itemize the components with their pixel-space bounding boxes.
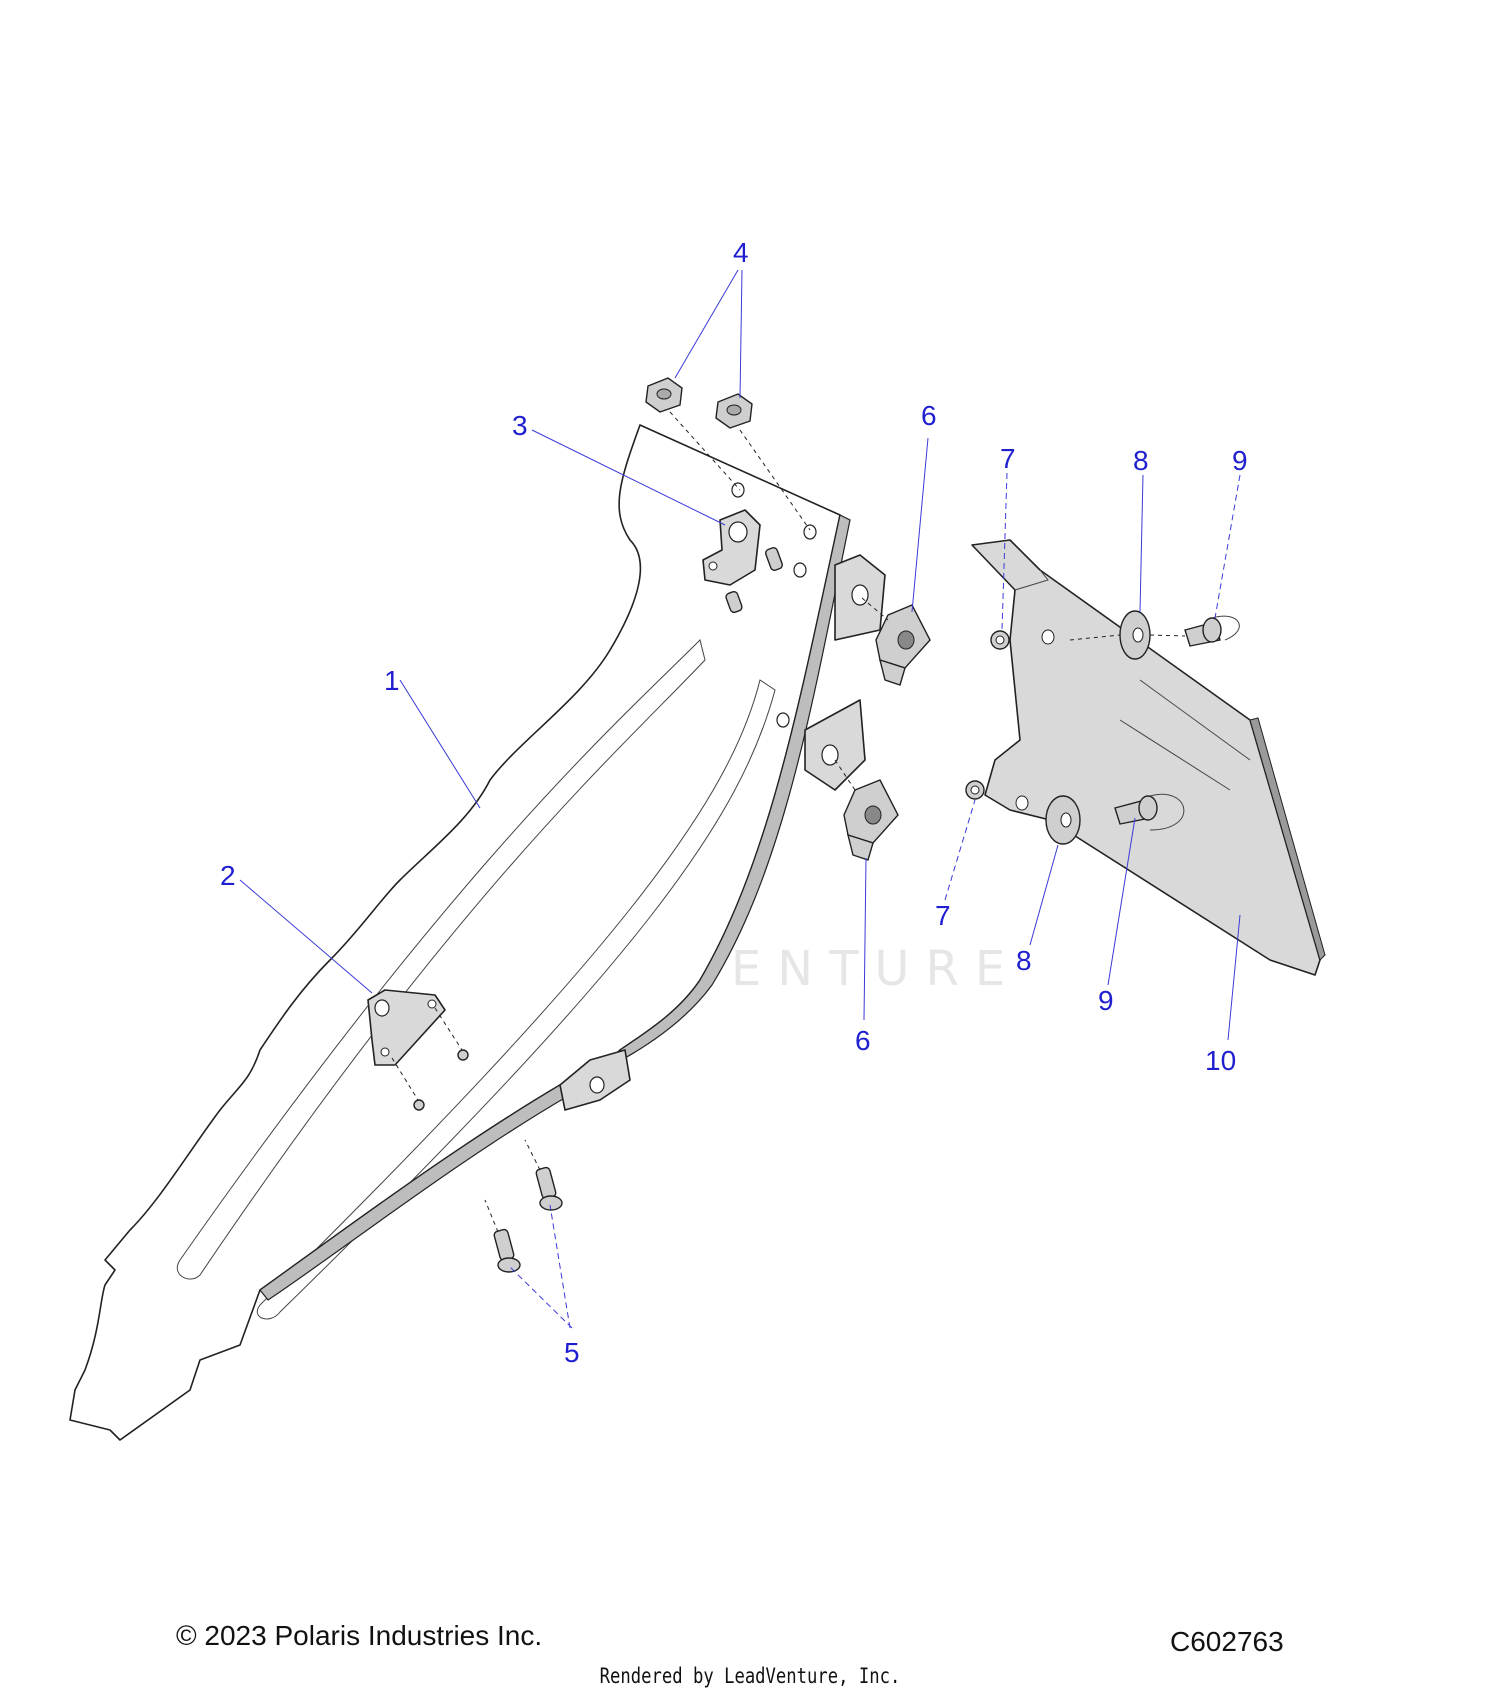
callout-4: 4 (733, 237, 749, 268)
part-3-upper-bracket (702, 509, 761, 586)
callout-7-lower: 7 (935, 900, 951, 931)
copyright-notice: © 2023 Polaris Industries Inc. (176, 1620, 543, 1651)
part-10-deflector-plate (971, 539, 1326, 976)
callout-3: 3 (512, 410, 528, 441)
part-7-push-nuts (965, 630, 1010, 800)
part-2-lower-bracket (367, 989, 469, 1111)
callout-8-lower: 8 (1016, 945, 1032, 976)
callout-7-upper: 7 (1000, 443, 1016, 474)
part-1-guard-panel (69, 424, 886, 1441)
part-6-clip-nuts (834, 597, 931, 861)
callout-9-lower: 9 (1098, 985, 1114, 1016)
leader-lines (239, 269, 1241, 1329)
diagram-code: C602763 (1170, 1626, 1284, 1657)
part-9-quick-release-pins (1114, 615, 1240, 831)
callout-9-upper: 9 (1232, 445, 1248, 476)
part-5-bolts (484, 1139, 563, 1273)
callout-6-lower: 6 (855, 1025, 871, 1056)
callout-6-upper: 6 (921, 400, 937, 431)
callout-5: 5 (564, 1337, 580, 1368)
callout-8-upper: 8 (1133, 445, 1149, 476)
callouts: 1 2 3 4 5 6 6 7 7 8 8 9 9 10 (220, 237, 1248, 1368)
rendered-by: Rendered by LeadVenture, Inc. (599, 1664, 901, 1688)
callout-10: 10 (1205, 1045, 1236, 1076)
part-4-flange-nuts (645, 377, 811, 531)
callout-2: 2 (220, 860, 236, 891)
callout-1: 1 (384, 665, 400, 696)
